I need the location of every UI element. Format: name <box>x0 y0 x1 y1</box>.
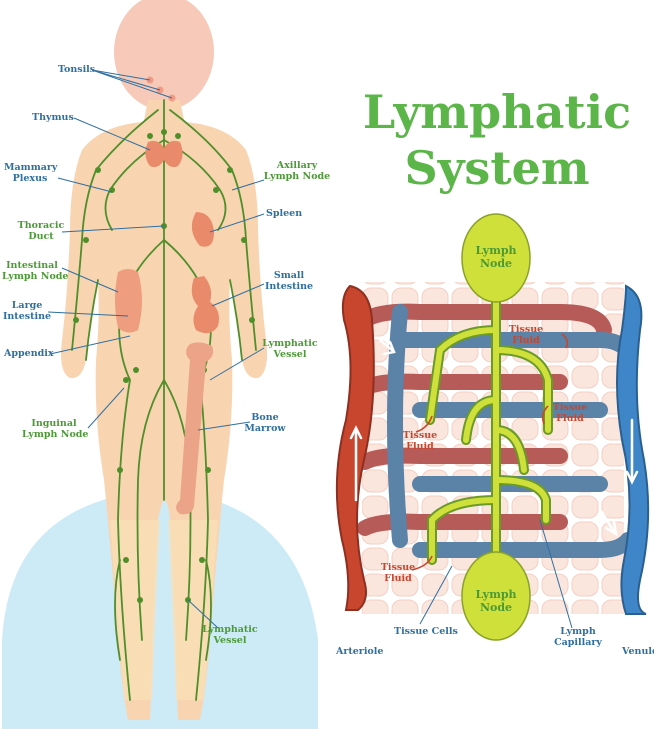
label-arteriole: Arteriole <box>336 646 384 657</box>
label-tonsils: Tonsils <box>58 64 96 75</box>
title-line-2: System <box>404 141 590 195</box>
label-tissue-fluid-1: Tissue Fluid <box>508 324 544 346</box>
label-spleen: Spleen <box>266 208 303 219</box>
label-lymph-node-top: Lymph Node <box>475 244 517 270</box>
lymph-node-bottom <box>461 551 531 641</box>
large-intestine-organ <box>115 269 142 333</box>
label-tissue-cells: Tissue Cells <box>394 626 458 637</box>
diagram-title: Lymphatic System <box>352 84 642 196</box>
label-tissue-fluid-4: Tissue Fluid <box>380 562 416 584</box>
label-intestinal-lymph-node: Intestinal Lymph Node <box>2 260 69 282</box>
label-small-intestine: Small Intestine <box>264 270 314 292</box>
tissue-fluid-arrows <box>411 333 569 571</box>
bone-organ <box>176 342 214 515</box>
label-tissue-fluid-3: Tissue Fluid <box>552 402 588 424</box>
label-lymph-capillary: Lymph Capillary <box>554 626 602 648</box>
lymph-capillaries-inner <box>427 295 551 563</box>
label-lymphatic-vessel-lower: Lymphatic Vessel <box>202 624 258 646</box>
flow-arrows <box>349 338 639 537</box>
label-lymphatic-vessel-upper: Lymphatic Vessel <box>262 338 318 360</box>
label-venule: Venule <box>622 646 654 657</box>
label-inguinal-lymph-node: Inguinal Lymph Node <box>22 418 89 440</box>
spleen-organ <box>191 212 214 247</box>
label-bone-marrow: Bone Marrow <box>244 412 286 434</box>
label-tissue-fluid-2: Tissue Fluid <box>402 430 438 452</box>
label-thoracic-duct: Thoracic Duct <box>17 220 65 242</box>
leader-lines <box>47 69 573 629</box>
label-thymus: Thymus <box>32 112 74 123</box>
small-intestine-organ <box>191 276 219 334</box>
label-axillary-lymph-node: Axillary Lymph Node <box>263 160 331 182</box>
label-appendix: Appendix <box>4 348 54 359</box>
label-mammary-plexus: Mammary Plexus <box>4 162 58 184</box>
title-line-1: Lymphatic <box>362 85 632 139</box>
label-lymph-node-bottom: Lymph Node <box>475 588 517 614</box>
capillary-diagram <box>335 213 650 641</box>
thymus-organ <box>145 140 183 168</box>
label-large-intestine: Large Intestine <box>2 300 52 322</box>
background-hemisphere <box>2 490 318 729</box>
lymph-node-top <box>461 213 531 303</box>
